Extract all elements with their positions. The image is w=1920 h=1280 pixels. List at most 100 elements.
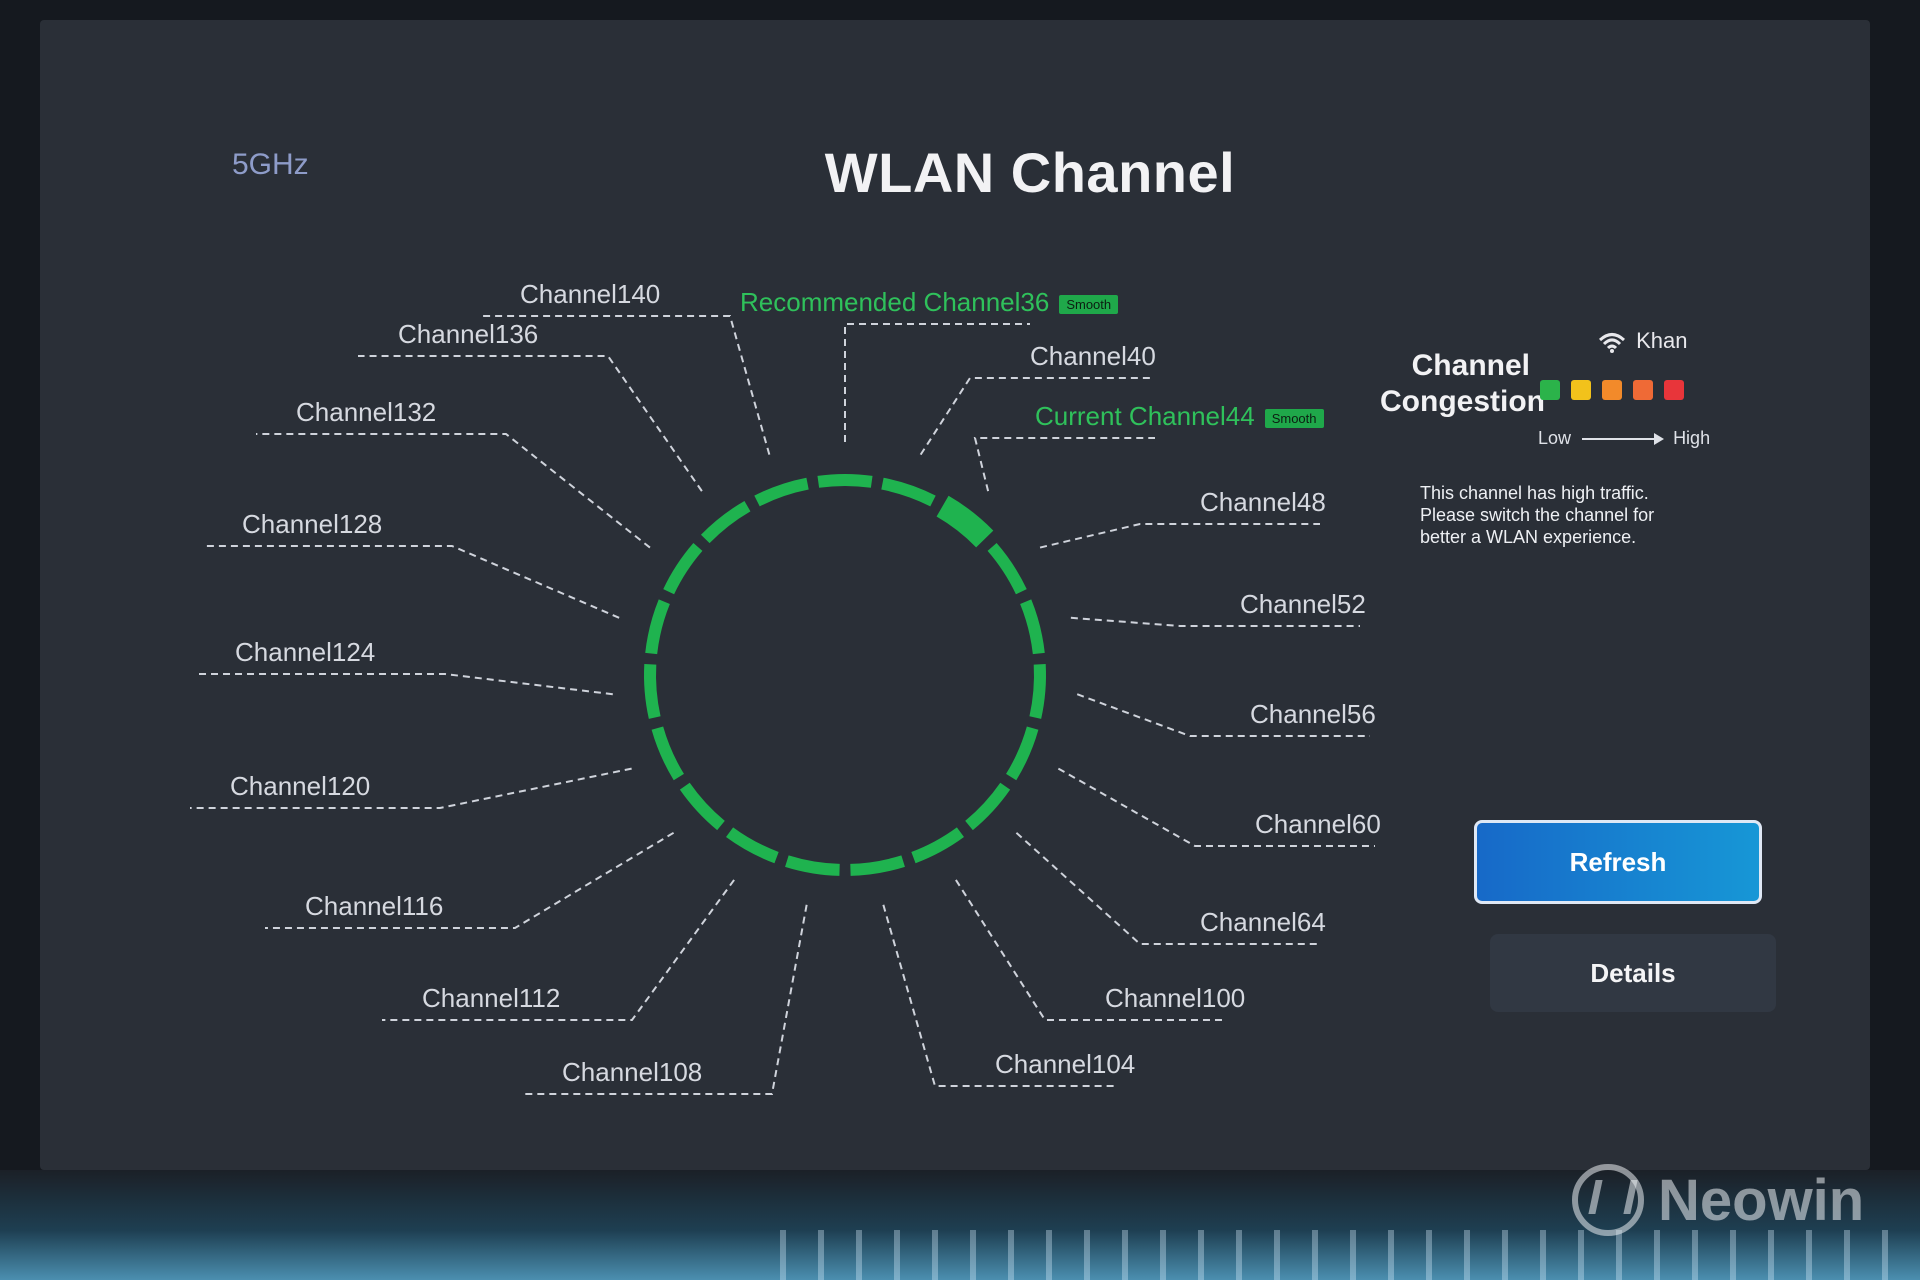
channel-label-channel116[interactable]: Channel116 [305, 891, 443, 922]
bottom-pattern [780, 1230, 1920, 1280]
channel-label-text: Channel100 [1105, 983, 1246, 1013]
scale-arrow-icon [1582, 433, 1665, 446]
leader-line [190, 767, 632, 809]
ring-segment-channel124[interactable] [644, 664, 661, 719]
leader-line [382, 879, 735, 1021]
channel-label-current-channel44[interactable]: Current Channel44 Smooth [1035, 401, 1324, 432]
channel-label-channel112[interactable]: Channel112 [422, 983, 560, 1014]
leader-line [844, 323, 1030, 442]
network-name: Khan [1636, 328, 1688, 353]
channel-label-text: Channel140 [520, 279, 661, 309]
congestion-title: Channel Congestion [1380, 348, 1545, 420]
leader-line [202, 545, 620, 619]
details-button[interactable]: Details [1490, 934, 1776, 1012]
frequency-band-label: 5GHz [232, 148, 309, 181]
watermark: Neowin [1572, 1164, 1864, 1236]
scale-low-label: Low [1538, 428, 1572, 448]
ring-segment-channel48[interactable] [987, 543, 1027, 595]
channel-label-text: Channel40 [1030, 341, 1156, 371]
leader-line [358, 355, 703, 492]
channel-label-channel52[interactable]: Channel52 [1240, 589, 1366, 620]
channel-label-text: Channel60 [1255, 809, 1381, 839]
channel-label-text: Channel104 [995, 1049, 1136, 1079]
ring-segment-channel104[interactable] [850, 855, 905, 876]
ring-segment-channel132[interactable] [663, 543, 703, 595]
congestion-scale-legend: Low High [1538, 428, 1710, 449]
ring-segment-channel128[interactable] [645, 599, 670, 655]
channel-label-channel108[interactable]: Channel108 [562, 1057, 702, 1088]
congestion-swatch-4 [1633, 380, 1653, 400]
channel-label-channel124[interactable]: Channel124 [235, 637, 375, 668]
ring-segment-channel136[interactable] [700, 500, 751, 544]
leader-line [973, 437, 1155, 492]
channel-label-text: Channel56 [1250, 699, 1376, 729]
congestion-title-line2: Congestion [1380, 385, 1545, 418]
ring-segment-channel108[interactable] [785, 855, 840, 876]
ring-segment-channel60[interactable] [1006, 726, 1039, 781]
leader-line [882, 904, 1115, 1087]
leader-line [1076, 693, 1370, 737]
channel-label-channel140[interactable]: Channel140 [520, 279, 660, 310]
refresh-button[interactable]: Refresh [1474, 820, 1762, 904]
congestion-message: This channel has high traffic. Please sw… [1420, 483, 1655, 547]
channel-label-channel64[interactable]: Channel64 [1200, 907, 1326, 938]
channel-label-text: Channel136 [398, 319, 539, 349]
channel-label-text: Recommended Channel36 [740, 287, 1050, 317]
channel-label-channel132[interactable]: Channel132 [296, 397, 436, 428]
ring-segment-channel56[interactable] [1029, 664, 1046, 719]
leader-line [1070, 616, 1360, 627]
wifi-icon [1598, 331, 1626, 354]
network-name-row: Khan [1598, 328, 1688, 354]
ring-segment-channel140[interactable] [754, 477, 809, 507]
congestion-title-line1: Channel [1411, 349, 1530, 382]
smooth-badge: Smooth [1264, 408, 1324, 428]
congestion-swatch-5 [1664, 380, 1684, 400]
leader-line [1039, 523, 1320, 549]
channel-label-text: Channel128 [242, 509, 383, 539]
ring-segment-recommended-channel36[interactable] [817, 474, 873, 488]
smooth-badge: Smooth [1059, 294, 1119, 314]
channel-label-text: Channel64 [1200, 907, 1326, 937]
channel-label-channel104[interactable]: Channel104 [995, 1049, 1135, 1080]
channel-label-channel56[interactable]: Channel56 [1250, 699, 1376, 730]
channel-label-channel40[interactable]: Channel40 [1030, 341, 1156, 372]
leader-line [1057, 767, 1375, 847]
congestion-scale-swatches [1540, 380, 1695, 405]
neowin-logo-icon [1572, 1164, 1644, 1236]
channel-label-text: Channel132 [296, 397, 437, 427]
congestion-swatch-1 [1540, 380, 1560, 400]
channel-label-text: Channel124 [235, 637, 376, 667]
ring-segment-current-channel44[interactable] [936, 495, 994, 548]
channel-label-text: Current Channel44 [1035, 401, 1255, 431]
ring-segment-channel120[interactable] [651, 726, 684, 781]
ring-segment-channel64[interactable] [965, 782, 1011, 831]
congestion-swatch-2 [1571, 380, 1591, 400]
channel-label-channel128[interactable]: Channel128 [242, 509, 382, 540]
channel-label-channel100[interactable]: Channel100 [1105, 983, 1245, 1014]
leader-line [919, 377, 1150, 456]
channel-label-channel120[interactable]: Channel120 [230, 771, 370, 802]
scale-high-label: High [1673, 428, 1711, 448]
leader-line [195, 673, 613, 696]
channel-label-text: Channel52 [1240, 589, 1366, 619]
watermark-text: Neowin [1658, 1167, 1865, 1233]
ring-segment-channel112[interactable] [726, 827, 779, 864]
channel-label-text: Channel112 [422, 983, 561, 1013]
page-title: WLAN Channel [824, 141, 1236, 204]
channel-label-channel60[interactable]: Channel60 [1255, 809, 1381, 840]
leader-line [265, 831, 675, 929]
ring-segment-channel40[interactable] [881, 477, 936, 507]
channel-label-channel136[interactable]: Channel136 [398, 319, 538, 350]
channel-label-recommended-channel36[interactable]: Recommended Channel36 Smooth [740, 287, 1119, 318]
channel-label-text: Channel116 [305, 891, 444, 921]
channel-label-channel48[interactable]: Channel48 [1200, 487, 1326, 518]
ring-segment-channel52[interactable] [1020, 599, 1045, 655]
channel-label-text: Channel108 [562, 1057, 703, 1087]
channel-label-text: Channel48 [1200, 487, 1326, 517]
leader-line [256, 433, 651, 549]
ring-segment-channel116[interactable] [679, 782, 725, 831]
ring-segment-channel100[interactable] [911, 827, 964, 864]
leader-line [522, 904, 808, 1095]
leader-line [480, 315, 771, 455]
